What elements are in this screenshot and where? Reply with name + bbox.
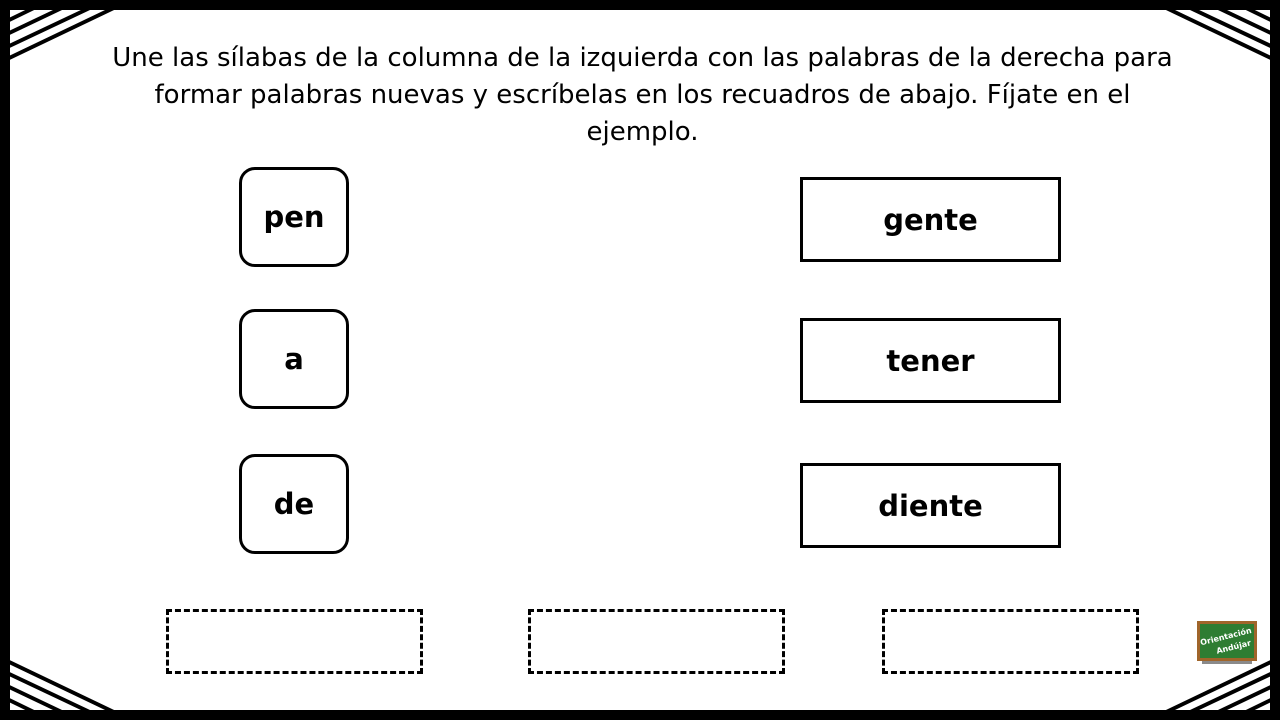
corner-stripes-bottom-right bbox=[1159, 658, 1276, 717]
word-card-tener[interactable]: tener bbox=[800, 318, 1061, 403]
word-card-gente[interactable]: gente bbox=[800, 177, 1061, 262]
instructions-text: Une las sílabas de la columna de la izqu… bbox=[112, 43, 1173, 147]
answer-box-2[interactable] bbox=[528, 609, 785, 674]
word-card-diente[interactable]: diente bbox=[800, 463, 1061, 548]
syllable-card-pen[interactable]: pen bbox=[239, 167, 349, 267]
chalkboard-logo-icon: Orientación Andújar bbox=[1197, 621, 1257, 664]
answer-box-3[interactable] bbox=[882, 609, 1139, 674]
corner-stripes-bottom-left bbox=[4, 658, 121, 717]
answer-box-1[interactable] bbox=[166, 609, 423, 674]
syllable-card-a[interactable]: a bbox=[239, 309, 349, 409]
syllable-card-de[interactable]: de bbox=[239, 454, 349, 554]
